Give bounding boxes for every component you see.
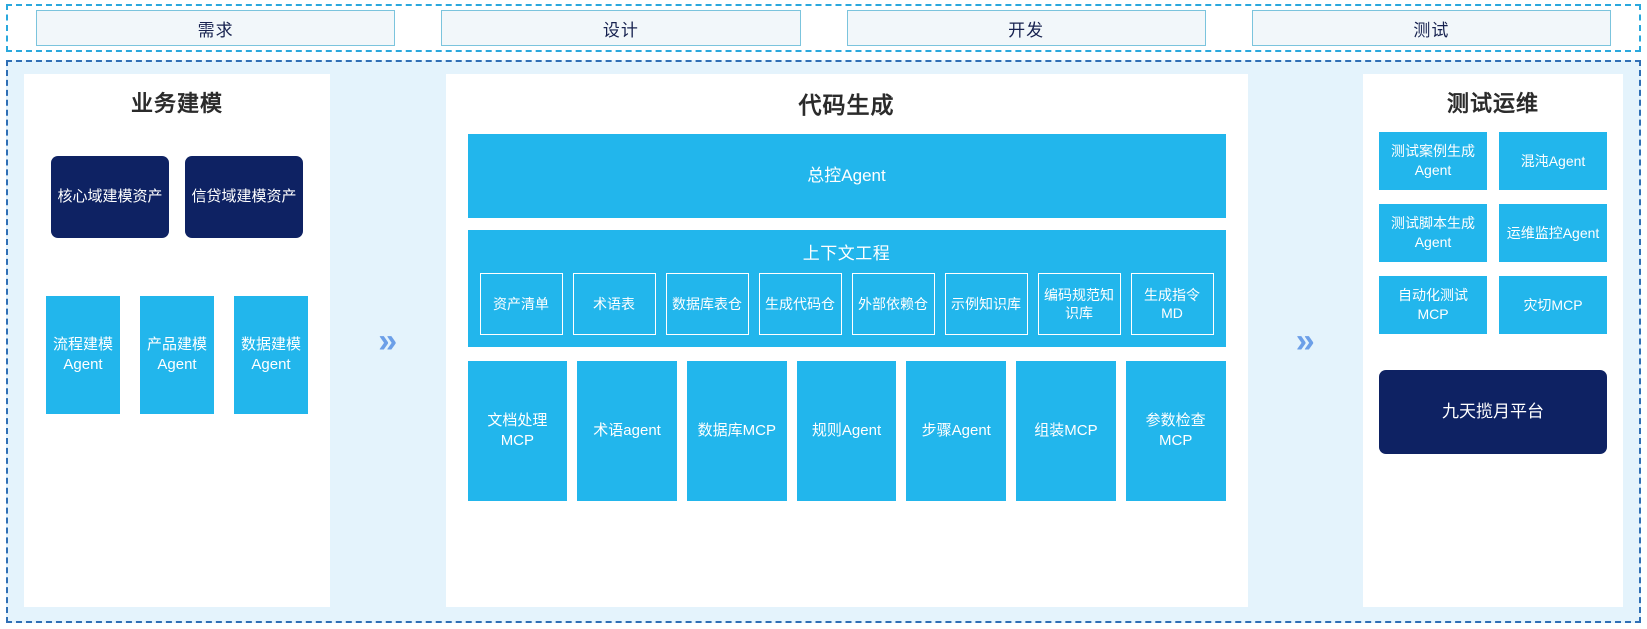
- stage-label: 测试: [1413, 20, 1450, 40]
- agent-test-script-generation[interactable]: 测试脚本生成Agent: [1379, 204, 1487, 262]
- agent-data-modeling[interactable]: 数据建模Agent: [234, 296, 308, 414]
- tool-parameter-check-mcp[interactable]: 参数检查MCP: [1125, 361, 1226, 501]
- platform-jiutian-lanyue[interactable]: 九天揽月平台: [1379, 370, 1607, 454]
- tool-rule-agent[interactable]: 规则Agent: [796, 361, 897, 501]
- tool-database-mcp[interactable]: 数据库MCP: [686, 361, 787, 501]
- tool-assembly-mcp[interactable]: 组装MCP: [1016, 361, 1116, 501]
- context-item-db-table-repo[interactable]: 数据库表仓: [665, 273, 749, 335]
- stage-item-development[interactable]: 开发: [846, 10, 1206, 46]
- stage-item-testing[interactable]: 测试: [1251, 10, 1611, 46]
- context-item-example-knowledge-base[interactable]: 示例知识库: [944, 273, 1028, 335]
- context-engineering-block: 上下文工程 资产清单 术语表 数据库表仓 生成代码仓 外部依赖仓 示例知识库 编…: [467, 230, 1226, 347]
- panel-title-business-modeling: 业务建模: [130, 91, 223, 116]
- code-generation-body: 总控Agent 上下文工程 资产清单 术语表 数据库表仓 生成代码仓 外部依赖仓…: [446, 134, 1248, 501]
- context-item-generated-code-repo[interactable]: 生成代码仓: [758, 273, 842, 335]
- agent-test-case-generation[interactable]: 测试案例生成Agent: [1379, 132, 1487, 190]
- architecture-main-region: 业务建模 核心域建模资产 信贷域建模资产 流程建模Agent 产品建模Agent…: [6, 60, 1641, 623]
- context-item-asset-list[interactable]: 资产清单: [479, 273, 563, 335]
- stage-item-design[interactable]: 设计: [441, 10, 801, 46]
- code-generation-tools: 文档处理MCP 术语agent 数据库MCP 规则Agent 步骤Agent 组…: [467, 361, 1226, 501]
- agent-ops-monitoring[interactable]: 运维监控Agent: [1499, 204, 1607, 262]
- context-engineering-items: 资产清单 术语表 数据库表仓 生成代码仓 外部依赖仓 示例知识库 编码规范知识库…: [479, 273, 1214, 335]
- mcp-disaster-switchover[interactable]: 灾切MCP: [1499, 276, 1607, 334]
- double-chevron-right-icon-right: »: [1248, 74, 1364, 607]
- context-item-glossary[interactable]: 术语表: [572, 273, 656, 335]
- panel-code-generation: 代码生成 总控Agent 上下文工程 资产清单 术语表 数据库表仓 生成代码仓 …: [445, 74, 1248, 607]
- test-operations-body: 测试案例生成Agent 混沌Agent 测试脚本生成Agent 运维监控Agen…: [1363, 132, 1623, 454]
- tool-step-agent[interactable]: 步骤Agent: [906, 361, 1007, 501]
- agent-product-modeling[interactable]: 产品建模Agent: [140, 296, 214, 414]
- panel-title-code-generation: 代码生成: [798, 92, 895, 118]
- stage-item-requirements[interactable]: 需求: [36, 10, 396, 46]
- tool-document-processing-mcp[interactable]: 文档处理MCP: [467, 361, 568, 501]
- stage-label: 开发: [1008, 20, 1045, 40]
- agent-chaos[interactable]: 混沌Agent: [1499, 132, 1607, 190]
- mcp-automated-testing[interactable]: 自动化测试MCP: [1379, 276, 1487, 334]
- context-item-coding-standard-knowledge-base[interactable]: 编码规范知识库: [1037, 273, 1121, 335]
- agent-process-modeling[interactable]: 流程建模Agent: [46, 296, 120, 414]
- test-operations-agents-grid: 测试案例生成Agent 混沌Agent 测试脚本生成Agent 运维监控Agen…: [1379, 132, 1607, 334]
- business-modeling-agents-group: 流程建模Agent 产品建模Agent 数据建模Agent: [24, 296, 330, 414]
- master-control-agent[interactable]: 总控Agent: [467, 134, 1226, 218]
- panel-title-test-operations: 测试运维: [1446, 91, 1539, 116]
- context-engineering-title: 上下文工程: [802, 244, 891, 263]
- panel-business-modeling: 业务建模 核心域建模资产 信贷域建模资产 流程建模Agent 产品建模Agent…: [24, 74, 330, 607]
- tool-glossary-agent[interactable]: 术语agent: [577, 361, 677, 501]
- stage-label: 设计: [602, 20, 639, 40]
- double-chevron-right-icon-left: »: [330, 74, 446, 607]
- asset-credit-domain[interactable]: 信贷域建模资产: [185, 156, 303, 238]
- chevron-glyph: »: [1295, 321, 1315, 360]
- business-modeling-assets-group: 核心域建模资产 信贷域建模资产: [24, 156, 330, 238]
- context-item-external-dependency-repo[interactable]: 外部依赖仓: [851, 273, 935, 335]
- chevron-glyph: »: [378, 321, 398, 360]
- lifecycle-stage-band: 需求 设计 开发 测试: [6, 4, 1641, 52]
- panel-test-operations: 测试运维 测试案例生成Agent 混沌Agent 测试脚本生成Agent 运维监…: [1363, 74, 1623, 607]
- asset-core-domain[interactable]: 核心域建模资产: [51, 156, 169, 238]
- stage-label: 需求: [197, 20, 234, 40]
- context-item-generation-instruction-md[interactable]: 生成指令MD: [1130, 273, 1214, 335]
